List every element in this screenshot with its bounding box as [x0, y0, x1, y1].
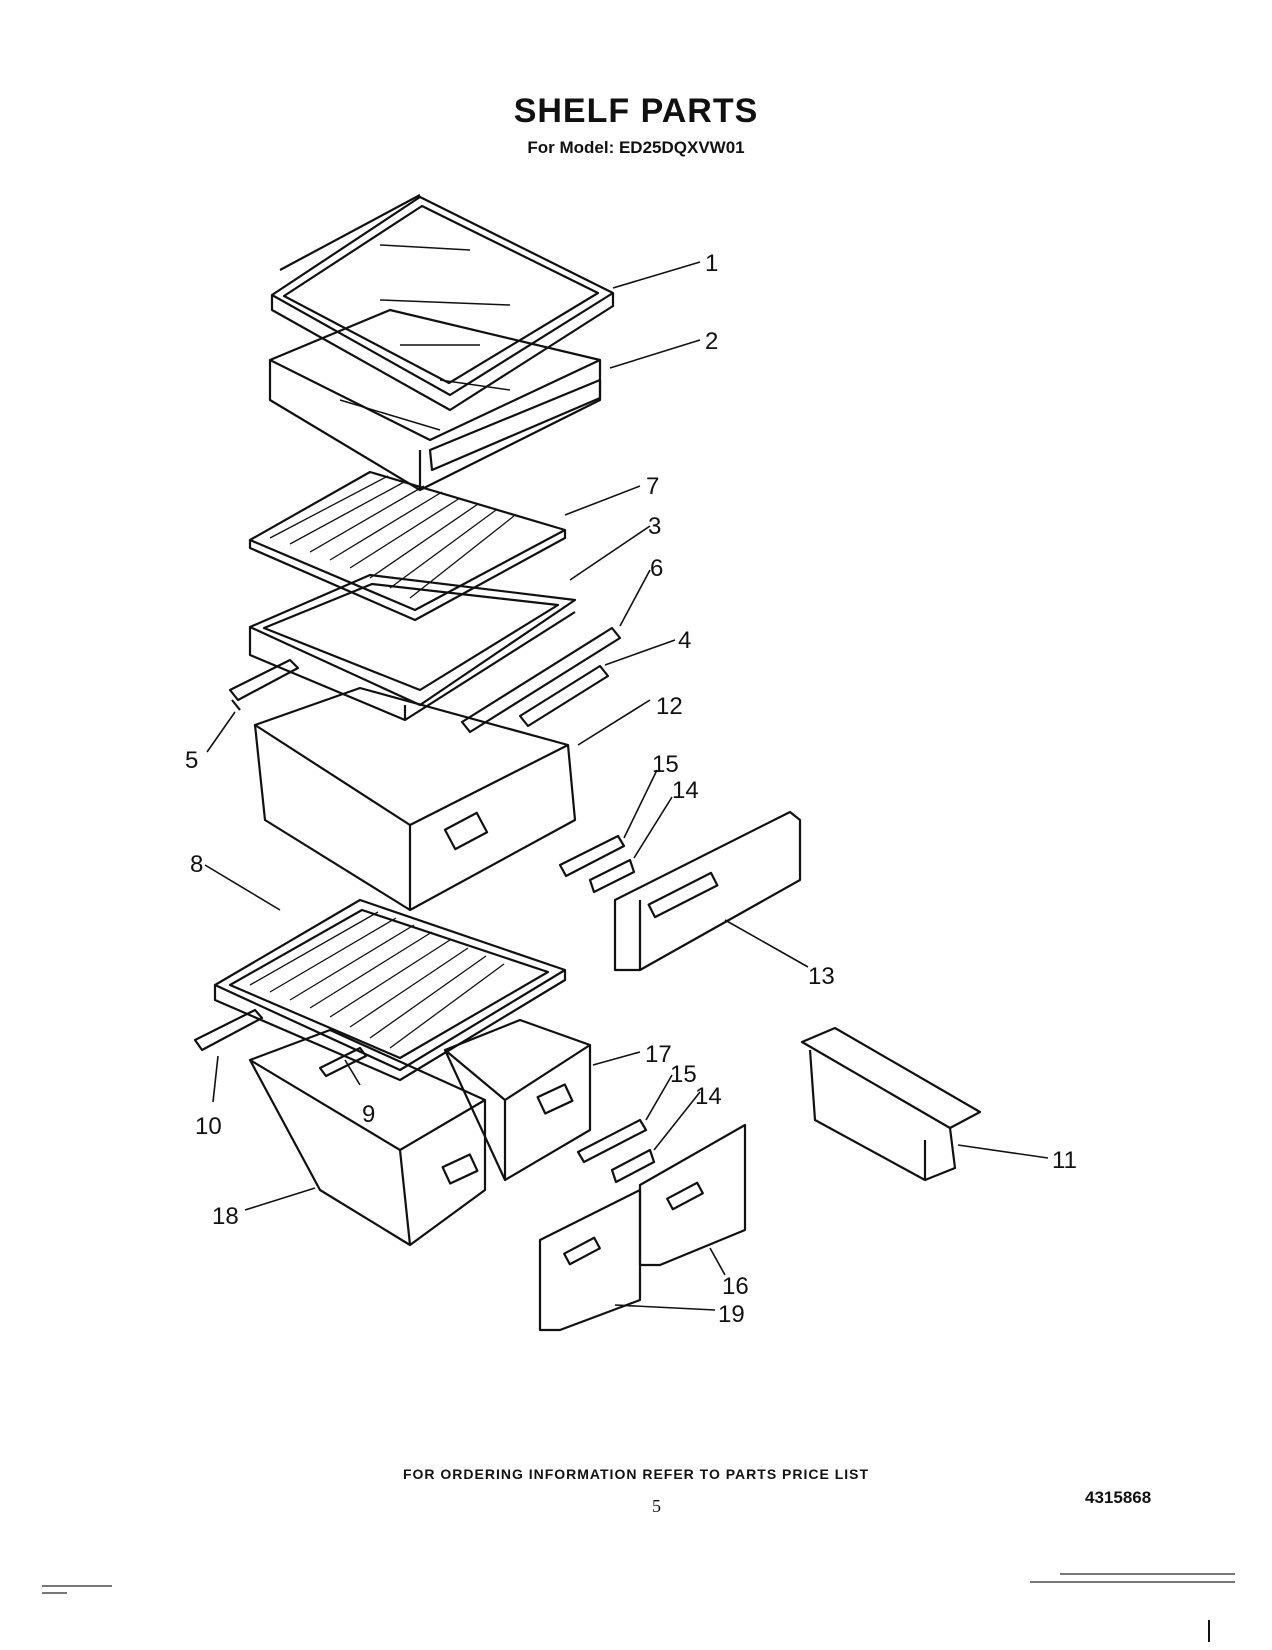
leader-lines: [204, 261, 1049, 1311]
part-12-crisper-drawer: [253, 686, 577, 912]
callout-8: 8: [190, 851, 203, 878]
part-9-clip: [318, 1046, 368, 1078]
callout-15-upper: 15: [652, 751, 679, 778]
page-number: 5: [652, 1496, 661, 1516]
callout-14-lower: 14: [695, 1083, 722, 1110]
fine-print-left: [42, 1585, 112, 1594]
part-10-left-rail: [193, 1008, 264, 1052]
part-11-door-bin: [800, 1026, 982, 1182]
callout-15-lower: 15: [670, 1061, 697, 1088]
part-2-crisper-frame: [268, 308, 602, 492]
callout-18: 18: [212, 1203, 239, 1230]
callout-5: 5: [185, 747, 198, 774]
part-14-lower-bracket: [610, 1148, 656, 1184]
callout-19: 19: [718, 1301, 745, 1328]
part-13-front-panel: [613, 810, 802, 972]
part-14-upper-bracket: [588, 858, 636, 894]
fine-print-right: [1030, 1573, 1235, 1583]
part-1-crisper-cover: [270, 194, 615, 412]
part-8-large-shelf: [213, 898, 567, 1082]
callout-10: 10: [195, 1113, 222, 1140]
part-16-small-front-panel: [638, 1123, 747, 1267]
callout-12: 12: [656, 693, 683, 720]
callout-6: 6: [650, 555, 663, 582]
callout-1: 1: [705, 250, 718, 277]
callout-17: 17: [645, 1041, 672, 1068]
part-15-lower-bracket: [576, 1118, 648, 1164]
diagram-title: SHELF PARTS: [513, 92, 759, 130]
callout-3: 3: [648, 513, 661, 540]
part-18-left-bin: [248, 1028, 487, 1247]
part-4-slide-rail: [518, 664, 610, 728]
part-17-right-bin: [443, 1018, 592, 1182]
ordering-note: FOR ORDERING INFORMATION REFER TO PARTS …: [402, 1466, 870, 1482]
part-6-slide-rail: [460, 626, 622, 734]
callout-9: 9: [362, 1101, 375, 1128]
callout-4: 4: [678, 627, 691, 654]
part-5-left-rail: [228, 658, 300, 711]
document-number: 4315868: [1085, 1488, 1152, 1507]
callout-11: 11: [1052, 1147, 1077, 1174]
part-7-shelf-panel: [248, 470, 567, 622]
part-15-upper-bracket: [558, 834, 626, 878]
part-19-small-front-panel: [538, 1188, 642, 1332]
callout-14-upper: 14: [672, 777, 699, 804]
margin-mark: [1208, 1620, 1210, 1642]
model-subtitle: For Model: ED25DQXVW01: [527, 138, 745, 157]
part-3-shelf-frame: [248, 573, 577, 722]
callout-16: 16: [722, 1273, 749, 1300]
callout-13: 13: [808, 963, 835, 990]
callout-7: 7: [646, 473, 659, 500]
callout-2: 2: [705, 328, 718, 355]
